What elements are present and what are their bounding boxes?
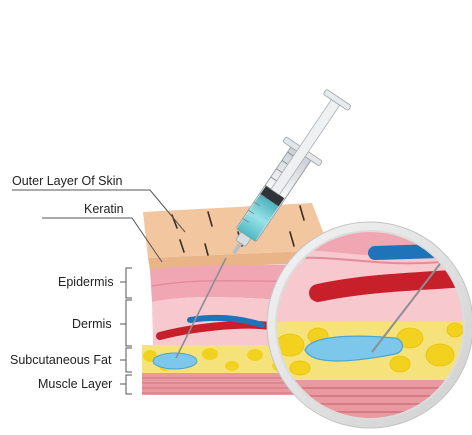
label-epidermis: Epidermis <box>58 275 114 289</box>
label-keratin: Keratin <box>84 202 124 216</box>
magnified-vein <box>375 250 470 253</box>
magnifier-circle <box>267 222 472 428</box>
label-muscle-layer: Muscle Layer <box>38 377 112 391</box>
label-dermis: Dermis <box>72 317 112 331</box>
label-outer-layer: Outer Layer Of Skin <box>12 174 122 188</box>
label-subcutaneous-fat: Subcutaneous Fat <box>10 353 111 367</box>
injected-fluid <box>153 353 197 369</box>
